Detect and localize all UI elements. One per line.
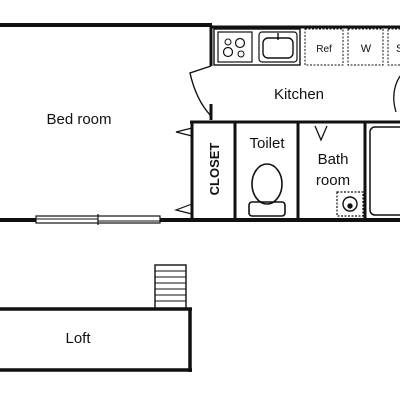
bath-label-line1: Bath [318,151,349,168]
upper-unit [0,23,400,225]
loft [0,307,192,372]
right-fixture-label: S [396,43,400,55]
refrigerator [304,28,344,66]
stove [217,31,253,63]
refrigerator-label: Ref [316,44,332,55]
bath-sink [336,191,364,217]
toilet-bowl [251,163,283,205]
stove-burner-2 [234,37,246,49]
stove-burner-4 [237,50,245,58]
kitchen-sink [258,31,298,63]
closet-door-top [175,127,193,137]
stove-burner-1 [222,46,234,58]
loft-label: Loft [65,330,91,347]
stairs [154,264,187,310]
toilet-label: Toilet [249,135,285,152]
washer-label: W [361,43,372,55]
kitchen-door-swing [189,65,212,117]
toilet-tank [248,201,286,217]
closet-label: CLOSET [207,143,222,196]
bath-label-line2: room [316,172,350,189]
right-door-swing [393,75,400,113]
right-fixture [387,28,400,66]
stove-burner-3 [224,38,232,46]
bathtub [369,126,400,216]
kitchen-counter [213,28,301,66]
closet-door-bottom [173,203,193,215]
bath-sink-basin [342,196,358,212]
bedroom-label: Bed room [46,111,111,128]
kitchen-label: Kitchen [274,86,324,103]
washer [347,28,384,66]
kitchen-sink-basin [262,37,294,59]
bath-door-swing [314,125,328,142]
bath-sink-drain [347,203,353,209]
